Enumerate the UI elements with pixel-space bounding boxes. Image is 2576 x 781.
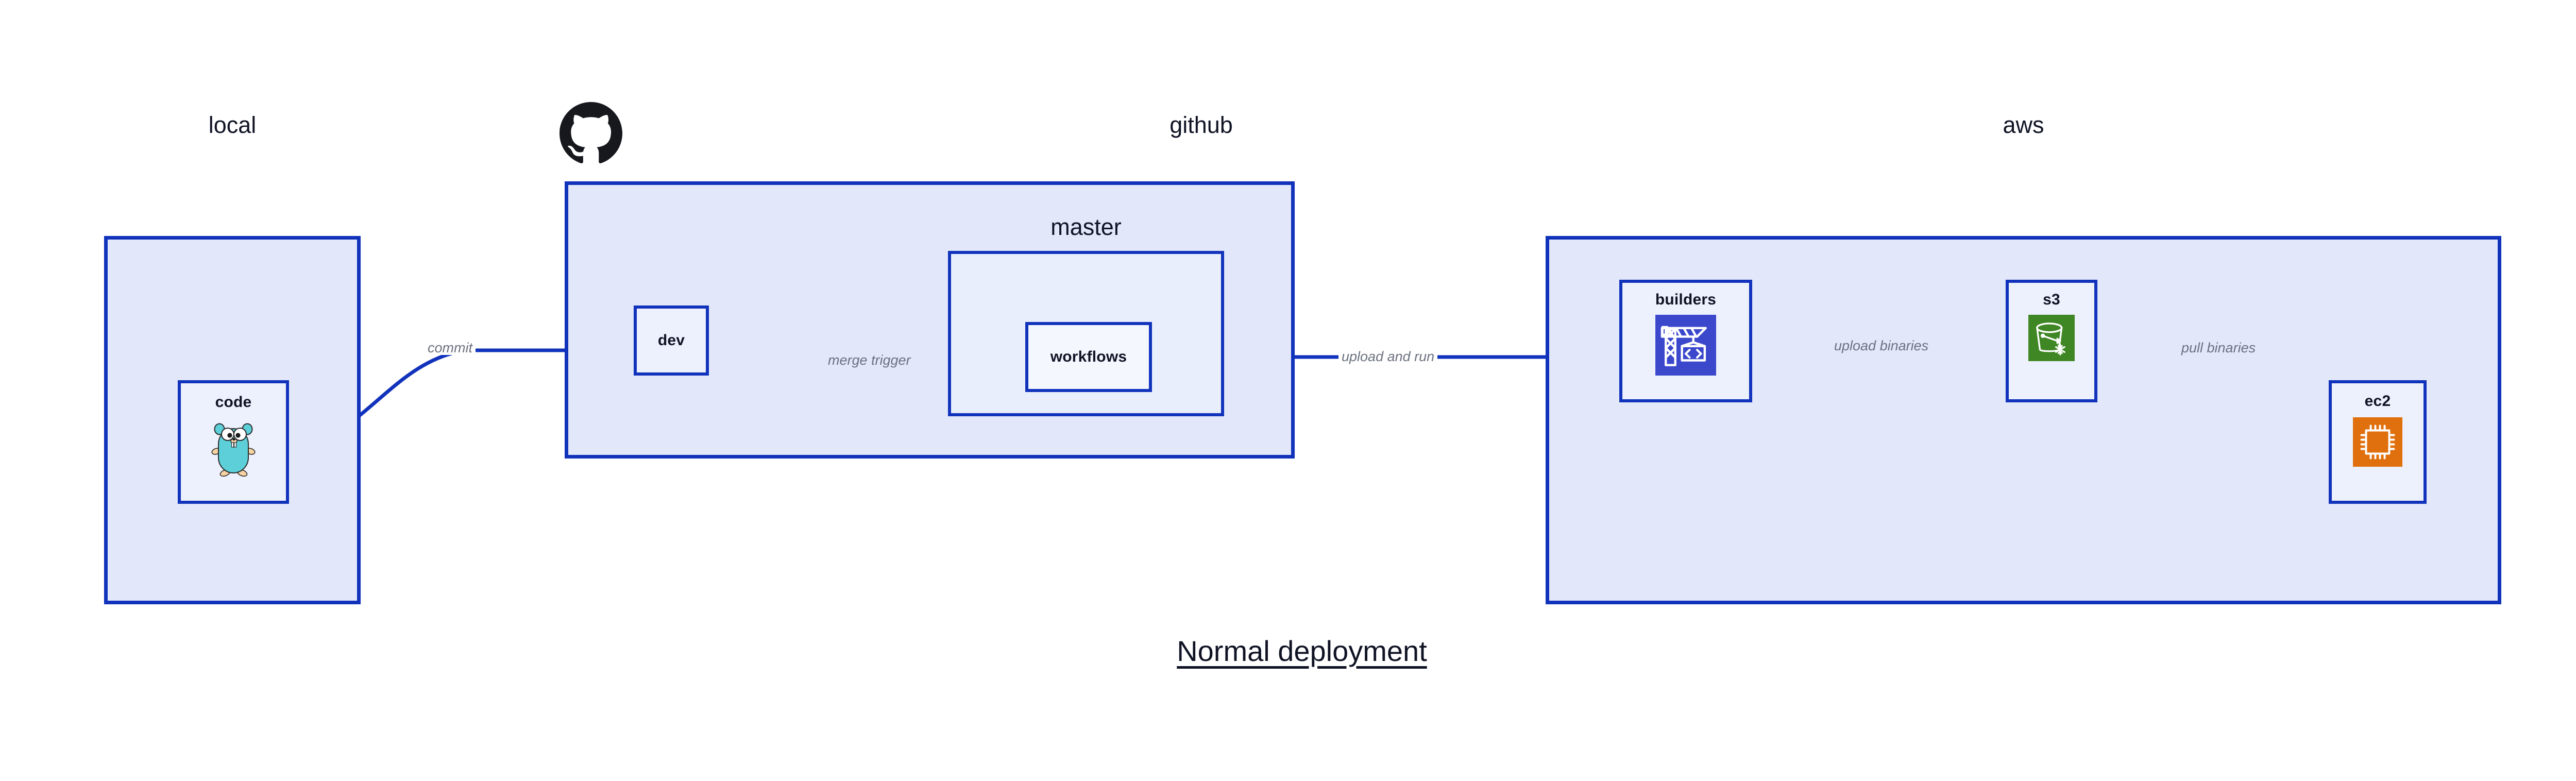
node-code-label: code: [215, 394, 252, 411]
go-gopher-icon: [210, 419, 257, 480]
diagram-caption-text: Normal deployment: [1177, 635, 1427, 667]
edge-label-upload-binaries: upload binaries: [1831, 339, 1932, 353]
node-builders[interactable]: builders: [1619, 280, 1752, 402]
node-workflows[interactable]: workflows: [1025, 322, 1152, 392]
cpu-chip-icon: [2353, 417, 2402, 467]
crane-code-icon: [1655, 315, 1716, 376]
node-code[interactable]: code: [178, 380, 289, 504]
edge-label-pull-binaries: pull binaries: [2178, 341, 2259, 355]
diagram-caption: Normal deployment: [0, 637, 2576, 666]
zone-title-local: local: [208, 112, 257, 138]
node-dev[interactable]: dev: [634, 305, 709, 376]
zone-title-aws: aws: [2003, 112, 2044, 138]
node-dev-label: dev: [657, 332, 685, 349]
node-s3[interactable]: s3: [2006, 280, 2097, 402]
node-ec2-label: ec2: [2364, 393, 2391, 410]
zone-title-master: master: [1050, 214, 1122, 240]
edge-label-commit: commit: [425, 341, 476, 355]
node-workflows-label: workflows: [1050, 348, 1127, 365]
node-ec2[interactable]: ec2: [2329, 380, 2427, 504]
node-s3-label: s3: [2043, 291, 2060, 308]
node-builders-label: builders: [1655, 291, 1717, 308]
github-octocat-icon: [560, 102, 622, 167]
s3-bucket-icon: [2028, 315, 2075, 361]
edge-label-merge-trigger: merge trigger: [825, 353, 914, 367]
zone-title-github: github: [1170, 112, 1233, 138]
edge-label-upload-and-run: upload and run: [1338, 350, 1438, 364]
